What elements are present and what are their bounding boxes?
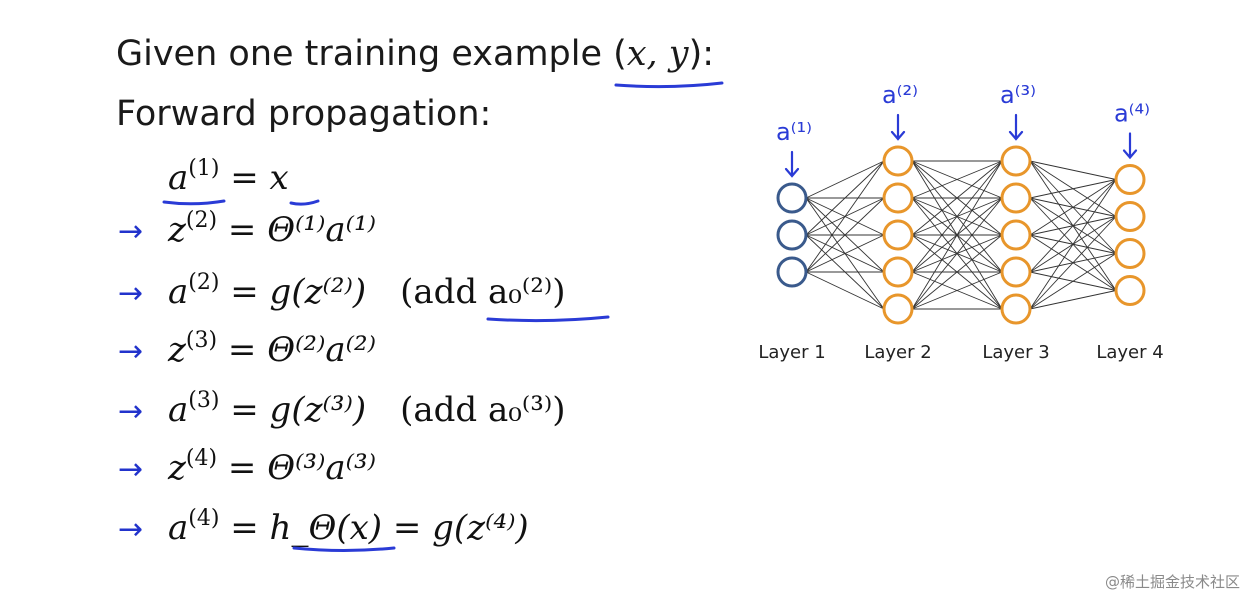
- activation-annotation: a⁽⁴⁾: [1114, 100, 1150, 128]
- neural-network-diagram: Layer 1 a⁽¹⁾ Layer 2 a⁽²⁾ Layer 3 a⁽³⁾ Layer 4…: [758, 81, 1163, 363]
- network-connection: [911, 160, 1003, 273]
- network-connection: [1029, 179, 1117, 310]
- hidden-unit: [1000, 145, 1032, 177]
- hidden-unit: [1000, 182, 1032, 214]
- title-prefix: Given one training example (: [116, 34, 627, 74]
- down-arrow-icon: [784, 150, 800, 178]
- hidden-unit: [882, 293, 914, 325]
- hand-arrow-icon: →: [118, 214, 144, 249]
- equation-row: → a(2) = g(z⁽²⁾) (add a₀⁽²⁾): [118, 272, 565, 328]
- equation-lhs: a: [168, 272, 189, 312]
- network-connection: [1029, 179, 1117, 273]
- network-connection: [1029, 290, 1117, 310]
- forward-propagation-heading: Forward propagation:: [116, 94, 492, 134]
- network-connection: [911, 271, 1003, 310]
- equation-row: → a(3) = g(z⁽³⁾) (add a₀⁽³⁾): [118, 390, 565, 446]
- equation-lhs: z: [168, 330, 186, 370]
- equation-lhs-superscript: (4): [188, 506, 220, 531]
- slide-title-line: Given one training example (x, y):: [116, 34, 714, 74]
- hidden-unit: [1000, 219, 1032, 251]
- equation-lhs-superscript: (3): [188, 388, 220, 413]
- hidden-unit: [1000, 293, 1032, 325]
- equation-rhs: = Θ⁽¹⁾a⁽¹⁾: [227, 210, 377, 250]
- hand-underline-x: [289, 199, 320, 206]
- input-unit: [776, 219, 808, 251]
- hand-underline-a1: [162, 199, 226, 206]
- title-suffix: ):: [688, 34, 715, 74]
- network-connection: [1029, 216, 1117, 310]
- network-connection: [1029, 160, 1117, 180]
- activation-annotation: a⁽³⁾: [1000, 81, 1036, 109]
- network-connection: [1029, 179, 1117, 236]
- equation-row: → z(3) = Θ⁽²⁾a⁽²⁾: [118, 330, 410, 386]
- network-connection: [805, 234, 885, 273]
- hand-arrow-icon: →: [118, 512, 144, 547]
- hand-underline-xy: [614, 81, 724, 89]
- equation-rhs: = Θ⁽³⁾a⁽³⁾: [227, 448, 377, 488]
- equation-lhs: z: [168, 448, 186, 488]
- equation-lhs: z: [168, 210, 186, 250]
- network-connection: [911, 197, 1003, 310]
- network-connection: [911, 160, 1003, 199]
- hidden-unit: [1114, 164, 1146, 195]
- equation-lhs-superscript: (2): [188, 270, 220, 295]
- hand-arrow-icon: →: [118, 452, 144, 487]
- equation-note: (add a₀⁽³⁾): [400, 390, 566, 430]
- equation-note: (add a₀⁽²⁾): [400, 272, 566, 312]
- equation-rhs: = x: [230, 158, 289, 198]
- input-unit: [776, 256, 808, 288]
- hand-underline-add-a0: [486, 315, 610, 323]
- down-arrow-icon: [890, 113, 906, 141]
- network-connection: [805, 160, 885, 273]
- equation-row: a(1) = x: [118, 158, 323, 214]
- equation-lhs: a: [168, 158, 189, 198]
- hand-arrow-icon: →: [118, 394, 144, 429]
- network-connection: [1029, 179, 1117, 199]
- hand-underline-hypothesis: [292, 546, 396, 552]
- down-arrow-icon: [1008, 113, 1024, 141]
- equation-row: → z(4) = Θ⁽³⁾a⁽³⁾: [118, 448, 410, 504]
- equation-row: → z(2) = Θ⁽¹⁾a⁽¹⁾: [118, 210, 410, 266]
- layer-label: Layer 4: [1096, 342, 1163, 363]
- network-connection: [805, 197, 885, 273]
- activation-annotation: a⁽²⁾: [882, 81, 918, 109]
- equation-lhs-superscript: (3): [185, 328, 218, 353]
- hidden-unit: [1114, 238, 1146, 269]
- equation-lhs: a: [168, 508, 189, 548]
- layer-label: Layer 2: [864, 342, 931, 363]
- equation-lhs-superscript: (1): [188, 156, 220, 181]
- network-connection: [911, 160, 1003, 310]
- network-connection: [805, 160, 885, 236]
- down-arrow-icon: [1122, 132, 1138, 160]
- hidden-unit: [882, 219, 914, 251]
- layer-label: Layer 3: [982, 342, 1049, 363]
- activation-annotation: a⁽¹⁾: [776, 118, 812, 146]
- equation-lhs-superscript: (4): [185, 446, 218, 471]
- watermark: @稀土掘金技术社区: [1104, 573, 1240, 591]
- equation-lhs: a: [168, 390, 189, 430]
- equation-rhs: = Θ⁽²⁾a⁽²⁾: [227, 330, 377, 370]
- network-connection: [911, 234, 1003, 310]
- layer-label: Layer 1: [758, 342, 825, 363]
- hand-arrow-icon: →: [118, 276, 144, 311]
- equation-rhs: = g(z⁽²⁾): [230, 272, 367, 312]
- equation-rhs: = g(z⁽³⁾): [230, 390, 367, 430]
- network-connection: [805, 271, 885, 310]
- hidden-unit: [1000, 256, 1032, 288]
- input-unit: [776, 182, 808, 214]
- network-connection: [805, 160, 885, 199]
- hidden-unit: [882, 256, 914, 288]
- hidden-unit: [882, 145, 914, 177]
- hidden-unit: [1114, 201, 1146, 232]
- hidden-unit: [1114, 275, 1146, 306]
- hidden-unit: [882, 182, 914, 214]
- network-connection: [911, 160, 1003, 236]
- equation-rhs: = h_Θ(x) = g(z⁽⁴⁾): [230, 508, 529, 548]
- network-connection: [1029, 253, 1117, 310]
- training-example-vars: x, y: [626, 34, 689, 74]
- equation-lhs-superscript: (2): [185, 208, 218, 233]
- hand-arrow-icon: →: [118, 334, 144, 369]
- equation-row: → a(4) = h_Θ(x) = g(z⁽⁴⁾): [118, 508, 563, 564]
